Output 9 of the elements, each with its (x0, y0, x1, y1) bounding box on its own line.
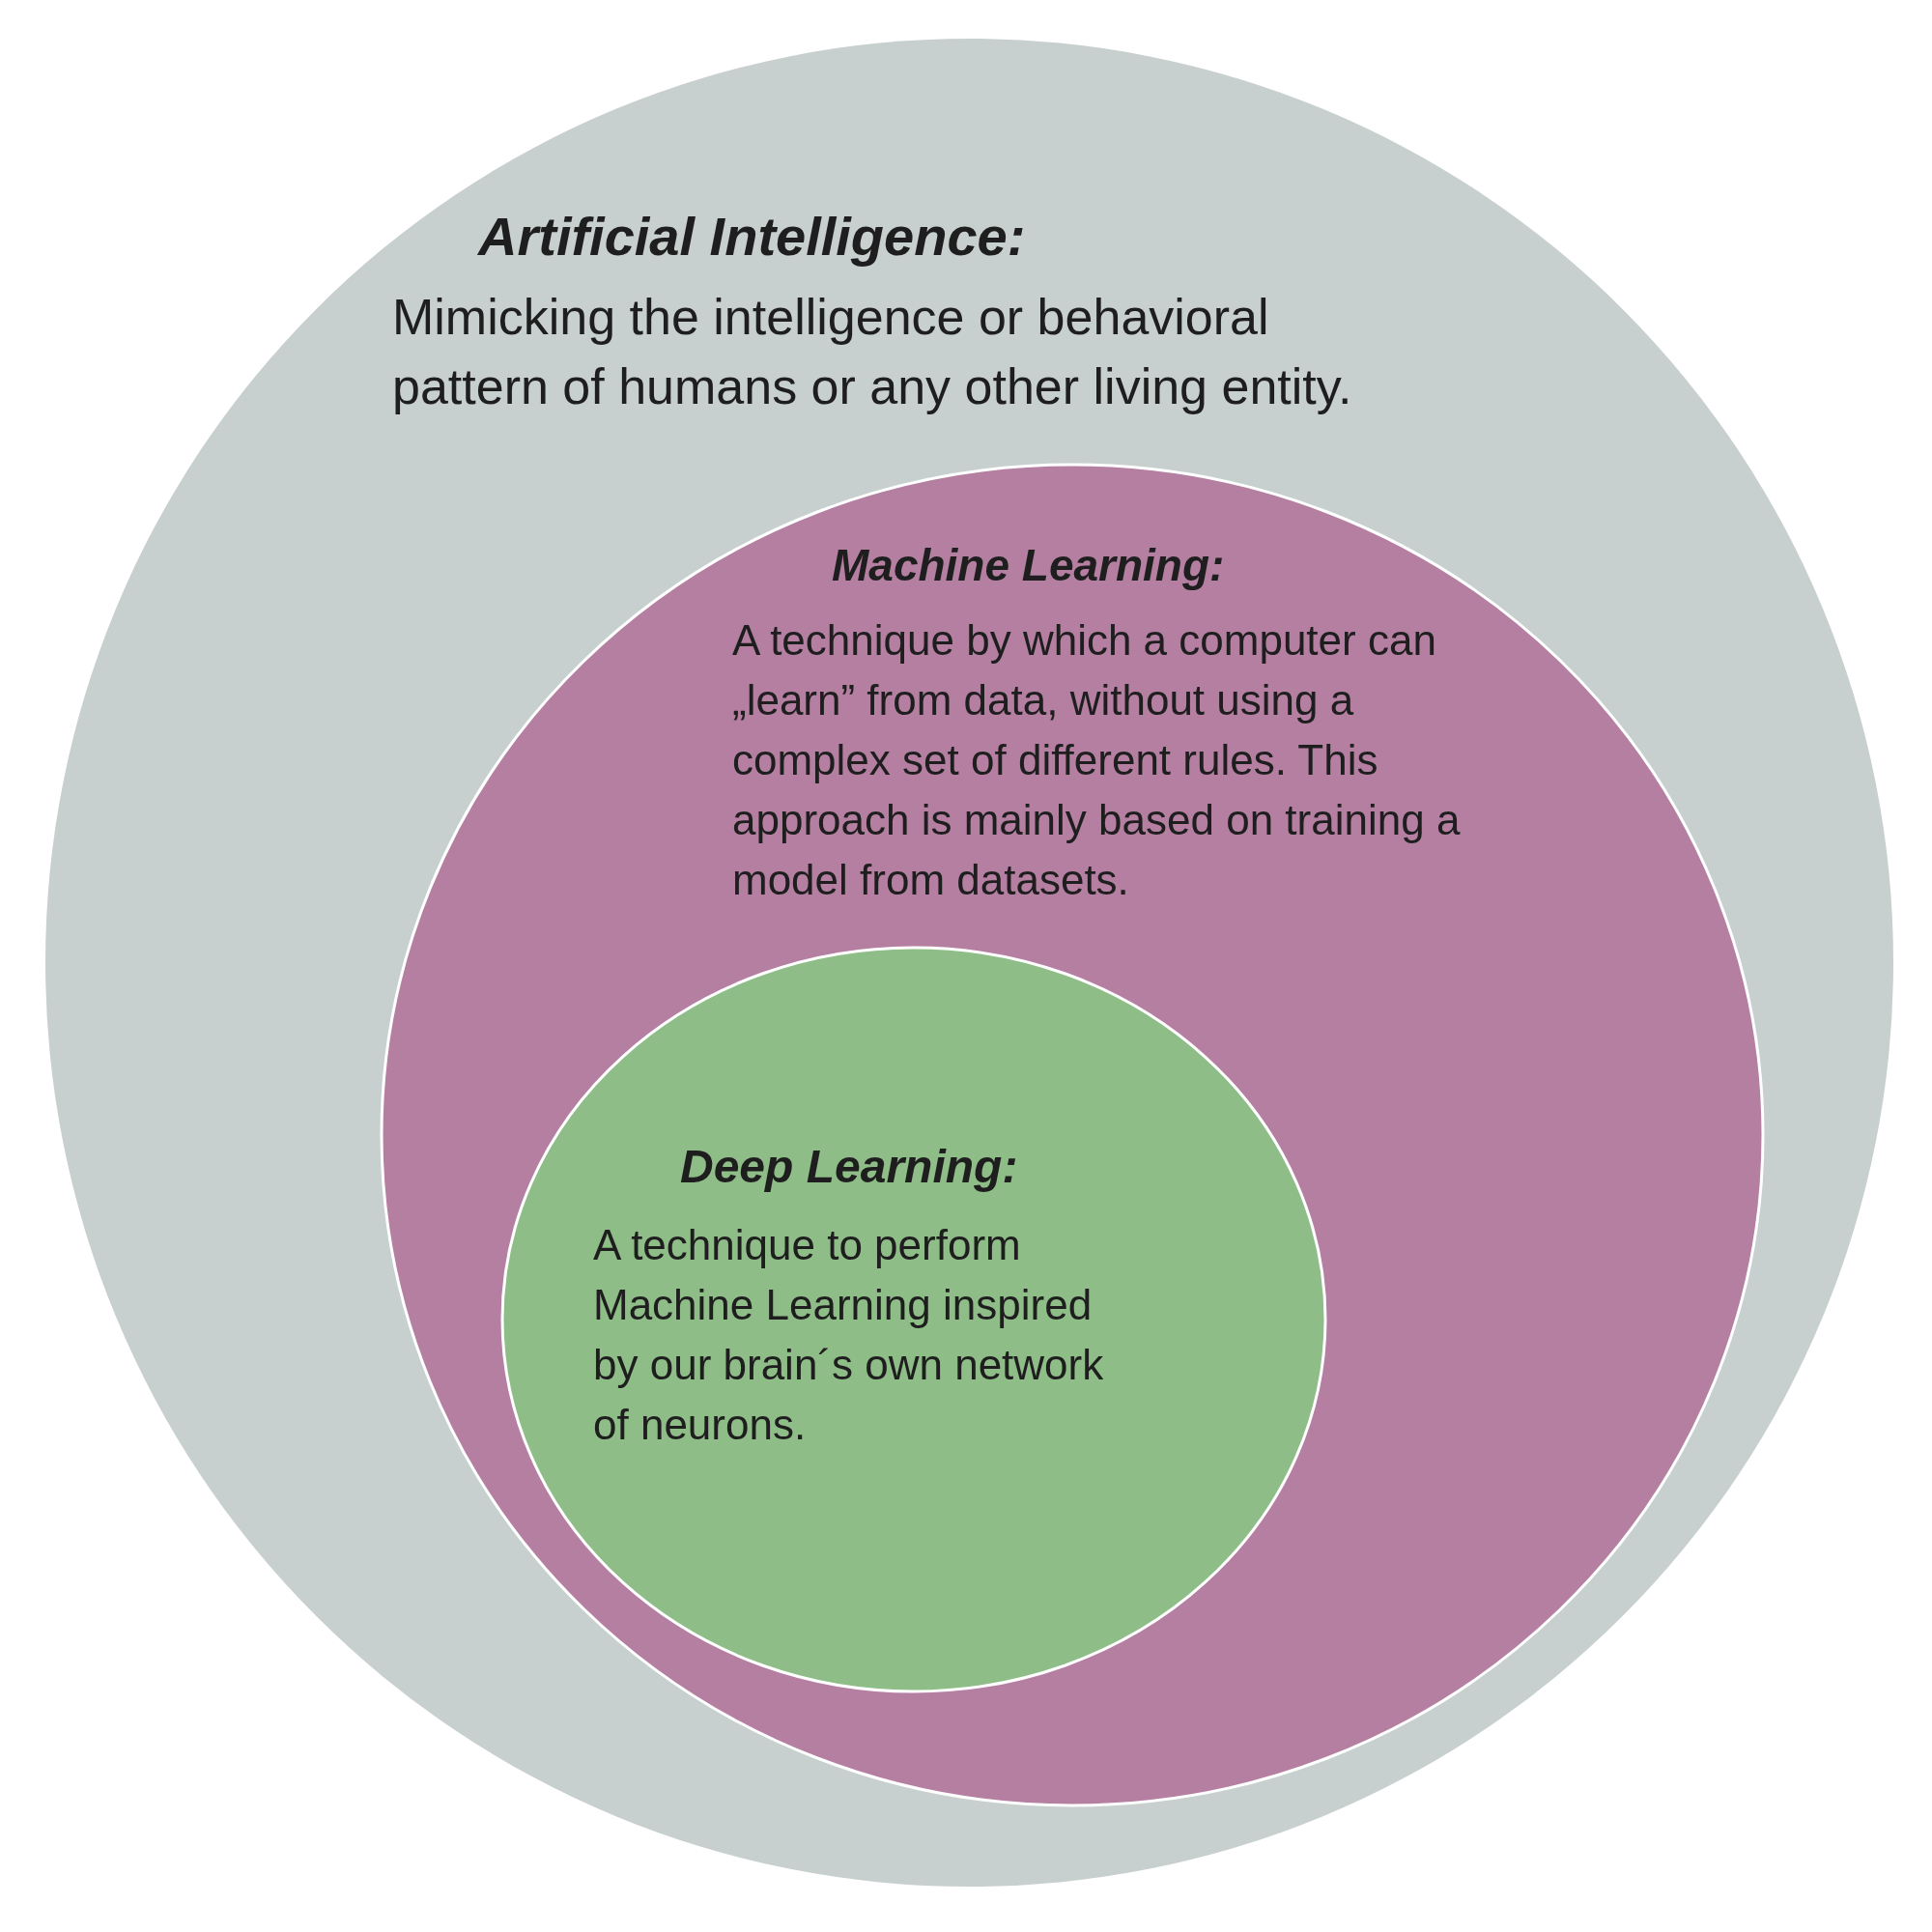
set-ellipse (382, 465, 1763, 1805)
description: A technique to perform Machine Learning inspired by our brain´s own network of neurons. (593, 1220, 1105, 1450)
set-ellipse (502, 948, 1325, 1691)
heading: Machine Learning: (832, 539, 1225, 591)
description: Mimicking the intelligence or behavioral pattern of humans or any other living entity. (392, 288, 1353, 416)
heading: Deep Learning: (680, 1140, 1018, 1193)
heading: Artificial Intelligence: (478, 205, 1026, 268)
description: A technique by which a computer can „learn” from data, without using a complex set of different rules. This approach is mainly based on training a model from datasets. (732, 615, 1462, 905)
set-ellipse (45, 39, 1893, 1887)
